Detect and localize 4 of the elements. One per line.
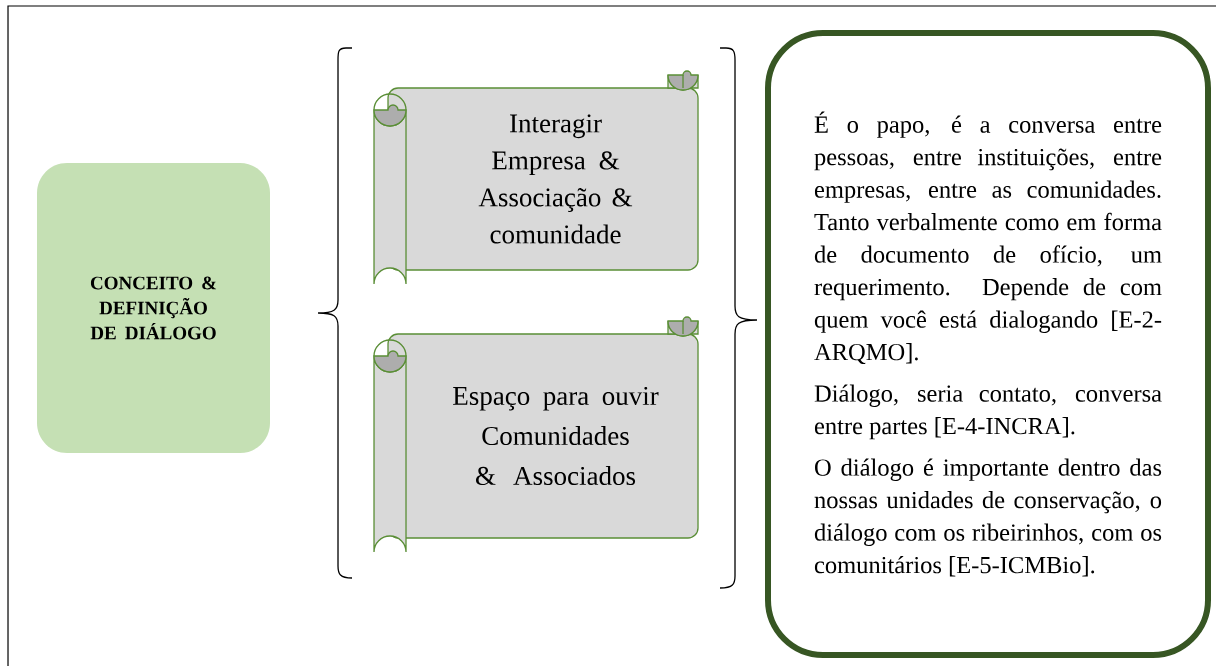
scroll-banner: Espaço para ouvir Comunidades & Associados [373, 316, 699, 553]
concept-box: CONCEITO & DEFINIÇÃO DE DIÁLOGO [37, 163, 270, 453]
scroll-banner: Interagir Empresa & Associação & comunidade [373, 70, 699, 285]
quote-panel: É o papo, é a conversa entre pessoas, entre instituições, entre empresas, entre as comunidades. Tanto verbalmente como em forma de documento de ofício, um requerimento. Depende de com quem você está dialogando [E-2-ARQMO]. Diálogo, seria contato, conversa entre partes [E-4-INCRA]. O diálogo é importante dentro das nossas unidades de conservação, o diálogo com os ribeirinhos, com os comunitários [E-5-ICMBio]. [765, 30, 1211, 658]
